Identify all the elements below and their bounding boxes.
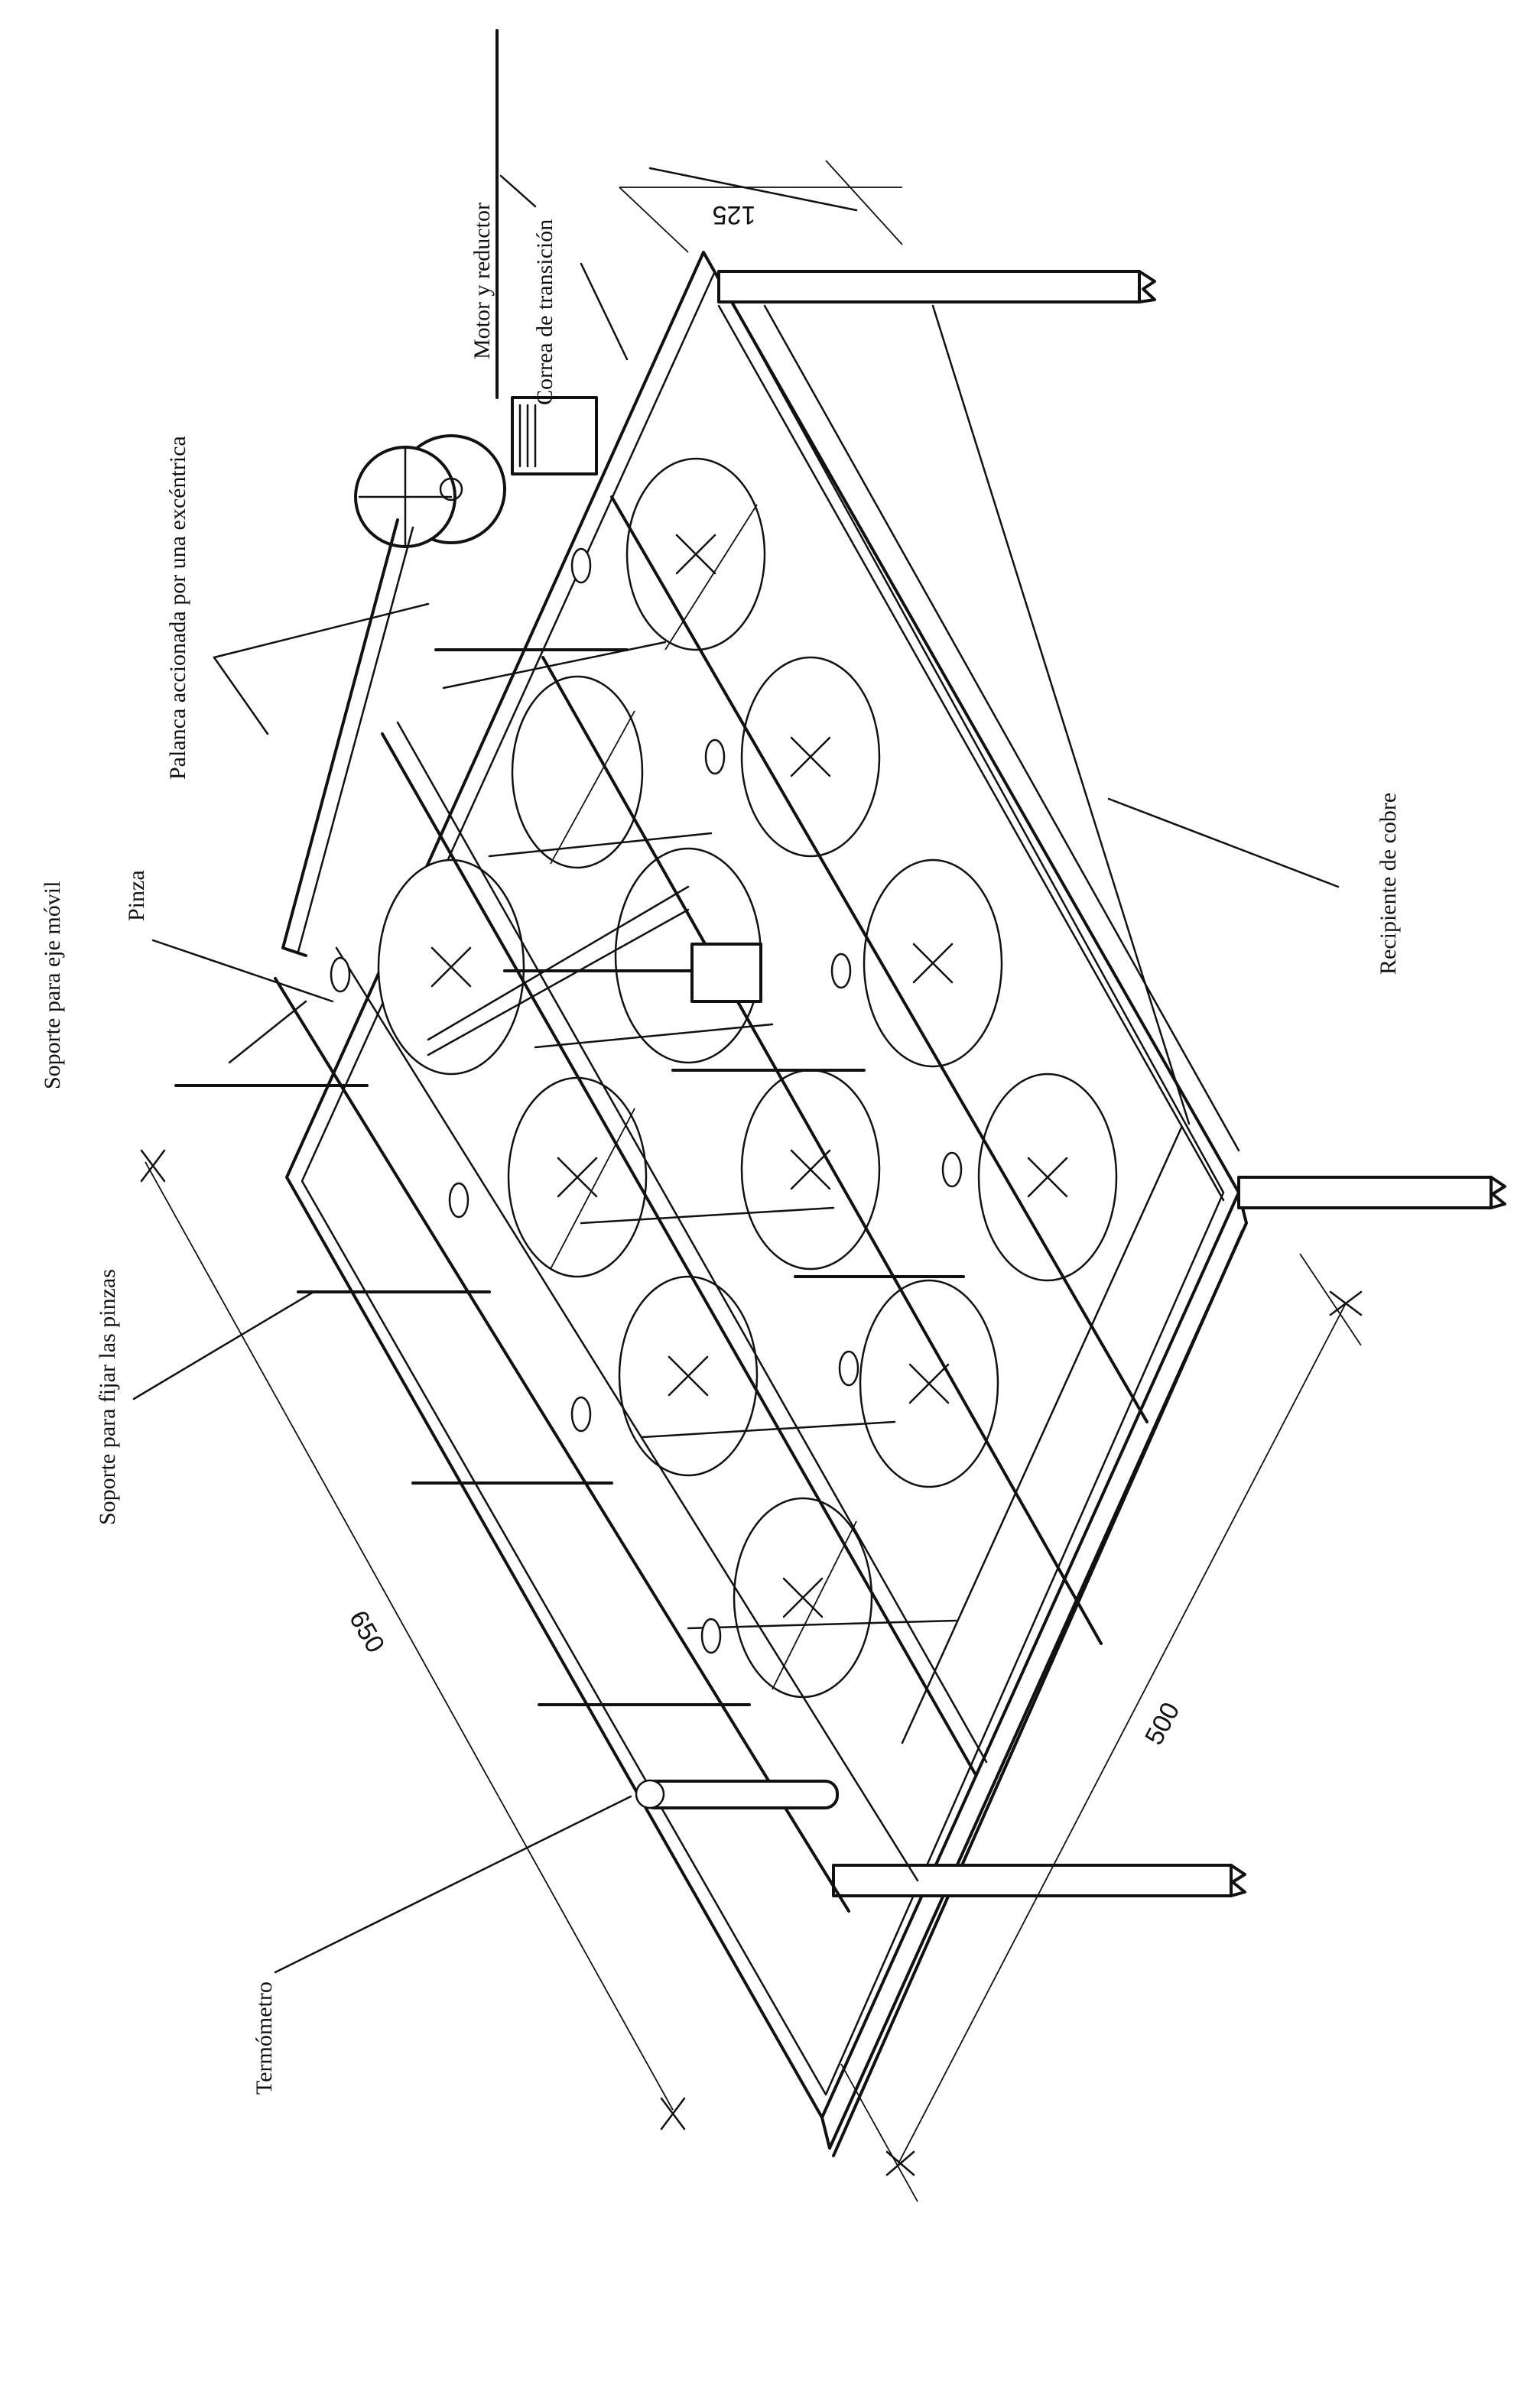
label-recipiente: Recipiente de cobre [1376,793,1401,975]
label-soporte-pinzas: Soporte para fijar las pinzas [95,1269,120,1525]
label-motor: Motor y reductor [469,203,495,359]
leader-lines [132,174,1340,1974]
dimension-650-label: 650 [343,1605,390,1657]
disc-1 [625,457,766,651]
label-palanca: Palanca accionada por una excéntrica [165,436,190,780]
motor-and-reducer [354,29,598,548]
disc-7 [507,1076,648,1278]
clamp-knobs [330,547,963,1654]
clamp-frame [174,495,1149,1913]
disc-11 [859,1279,999,1488]
label-pinza: Pinza [124,870,149,921]
disc-3 [511,675,644,869]
disc-12 [733,1497,873,1699]
dimension-650: 650 [140,1149,686,2131]
disc-4 [377,858,525,1076]
tank-legs [717,270,1506,1897]
disc-2 [740,656,881,858]
disc-8 [740,1069,881,1271]
disc-9 [977,1073,1118,1282]
thermometer [635,1779,839,1809]
dimension-125-label: 125 [713,200,756,229]
dimension-125: 125 [619,160,903,253]
label-correa: Correa de transición [532,219,557,405]
eccentric-lever [281,518,414,957]
dimension-500-label: 500 [1139,1698,1185,1750]
label-soporte-eje: Soporte para eje móvil [40,881,65,1089]
disc-6 [863,858,1003,1068]
disc-10 [618,1275,759,1477]
specimen-discs [377,457,1118,1699]
label-termometro: Termómetro [252,1981,277,2095]
